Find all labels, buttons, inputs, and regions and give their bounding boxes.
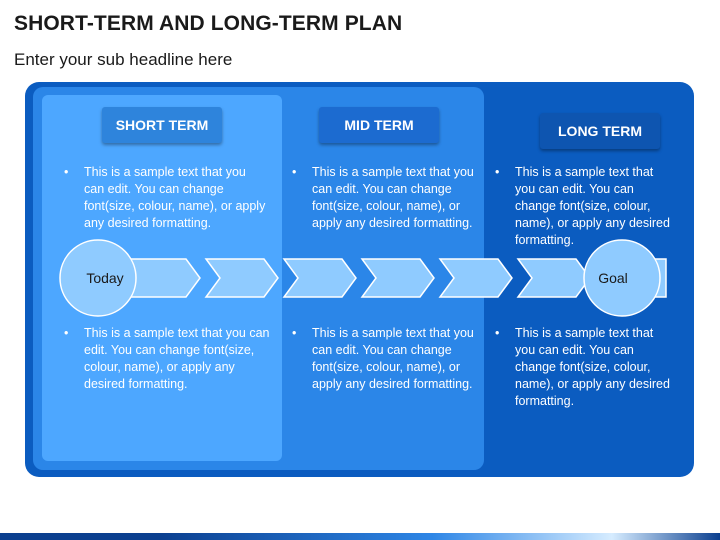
timeline-chevron bbox=[360, 258, 435, 298]
mid-term-bottom-list: This is a sample text that you can edit.… bbox=[290, 325, 490, 393]
long-term-top-text: This is a sample text that you can edit.… bbox=[495, 164, 675, 249]
page-subtitle: Enter your sub headline here bbox=[14, 50, 233, 69]
start-label: Today bbox=[86, 270, 123, 286]
timeline-chevron bbox=[438, 258, 513, 298]
mid-term-top-text: This is a sample text that you can edit.… bbox=[292, 164, 490, 232]
footer-bar bbox=[0, 533, 720, 540]
timeline-chevron bbox=[282, 258, 357, 298]
mid-term-label: MID TERM bbox=[319, 107, 439, 143]
timeline-chevron bbox=[516, 258, 591, 298]
page-title: SHORT-TERM AND LONG-TERM PLAN bbox=[14, 12, 403, 35]
start-circle bbox=[59, 239, 137, 317]
short-term-label: SHORT TERM bbox=[102, 107, 222, 143]
short-term-bottom-list: This is a sample text that you can edit.… bbox=[62, 325, 274, 393]
long-term-label: LONG TERM bbox=[540, 113, 660, 149]
timeline-chevrons bbox=[87, 258, 667, 298]
long-term-top-list: This is a sample text that you can edit.… bbox=[493, 164, 675, 249]
timeline-chevron bbox=[204, 258, 279, 298]
short-term-top-text: This is a sample text that you can edit.… bbox=[64, 164, 268, 232]
mid-term-top-list: This is a sample text that you can edit.… bbox=[290, 164, 490, 232]
short-term-bottom-text: This is a sample text that you can edit.… bbox=[64, 325, 274, 393]
long-term-bottom-list: This is a sample text that you can edit.… bbox=[493, 325, 675, 410]
goal-circle bbox=[583, 239, 661, 317]
mid-term-bottom-text: This is a sample text that you can edit.… bbox=[292, 325, 490, 393]
long-term-bottom-text: This is a sample text that you can edit.… bbox=[495, 325, 675, 410]
short-term-top-list: This is a sample text that you can edit.… bbox=[62, 164, 268, 232]
goal-label: Goal bbox=[598, 270, 628, 286]
